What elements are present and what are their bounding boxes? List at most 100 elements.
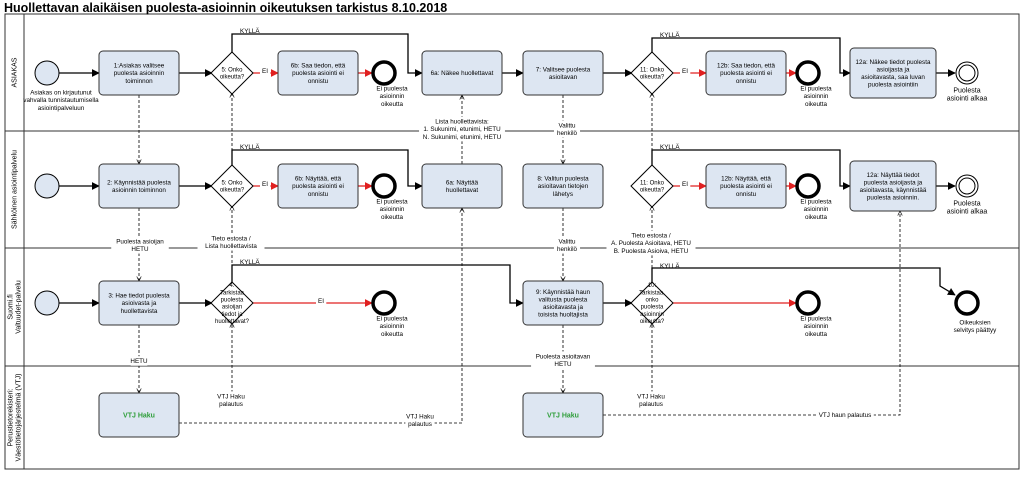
task-t_vtj2 [522, 392, 604, 438]
end-event-inner-e_s_ok [958, 177, 976, 195]
task-t_s6b [277, 163, 359, 209]
task-t_s12a [849, 160, 937, 212]
end-event-e_s6 [371, 173, 397, 199]
lane-label-0: ASIAKAS [12, 57, 19, 87]
lane-label-3: Perustietorekisteri:Väestötietojärjestel… [8, 374, 23, 462]
task-t_a12b [705, 50, 787, 96]
gateway-g_v4 [210, 281, 254, 325]
gateway-g_s11 [630, 164, 674, 208]
task-t_a7 [522, 50, 604, 96]
yes-flow [651, 267, 956, 296]
task-t_s6a [421, 163, 503, 209]
flow-label-tieto-abc: Tieto estosta /A. Puolesta Asioitava, HE… [611, 233, 691, 255]
end-event-e_v10 [795, 290, 821, 316]
message-flow [603, 211, 900, 416]
no-label: EI [262, 181, 268, 188]
yes-flow [651, 37, 851, 77]
task-t_vtj1 [98, 392, 180, 438]
task-t_a12a [849, 47, 937, 99]
task-t_s12b [705, 163, 787, 209]
yes-flow [231, 33, 423, 77]
yes-label: KYLLÄ [240, 258, 260, 266]
flow-label-vtj-haun-palautus: VTJ haun palautus [819, 412, 872, 419]
start-event [34, 290, 60, 316]
task-t_a1 [98, 50, 180, 96]
gateway-g_a11 [630, 51, 674, 95]
end-event-e_a6 [371, 60, 397, 86]
gateway-g_a5 [210, 51, 254, 95]
start-event [34, 60, 60, 86]
task-label-t_vtj2: VTJ Haku [547, 412, 579, 419]
end-event-e_v_ok [954, 290, 980, 316]
gateway-g_s5 [210, 164, 254, 208]
no-label: EI [262, 68, 268, 75]
message-flow [179, 208, 462, 424]
flow-label-hetu: HETU [130, 358, 148, 365]
task-t_v3 [98, 280, 180, 326]
pool-border [4, 13, 1020, 470]
yes-label: KYLLÄ [660, 262, 680, 270]
diagram-title: Huollettavan alaikäisen puolesta-asioinn… [4, 1, 448, 15]
task-t_v9 [522, 280, 604, 326]
task-label-t_vtj1: VTJ Haku [123, 412, 155, 419]
end-event-e_s12 [795, 173, 821, 199]
task-t_a6b [277, 50, 359, 96]
end-event-e_a12 [795, 60, 821, 86]
start-event [34, 173, 60, 199]
task-t_s2 [98, 163, 180, 209]
gateway-g_v10 [630, 281, 674, 325]
no-label: EI [682, 181, 688, 188]
flow-label-tieto-lista: Tieto estosta /Lista huollettavista [205, 235, 257, 250]
end-event-e_v4 [371, 290, 397, 316]
yes-label: KYLLÄ [660, 31, 680, 39]
yes-label: KYLLÄ [240, 143, 260, 151]
no-label: EI [318, 298, 324, 305]
end-event-inner-e_a_ok [958, 64, 976, 82]
task-label-t_a6a: 6a: Näkee huollettavat [431, 70, 494, 77]
lane-label-2: Suomi.fiValtuudet-palvelu [8, 280, 23, 334]
lane-label-1: Sähköinen asiointipalvelu [12, 150, 19, 229]
no-label: EI [682, 68, 688, 75]
task-t_a6a [421, 50, 503, 96]
yes-label: KYLLÄ [240, 27, 260, 35]
yes-label: KYLLÄ [660, 143, 680, 151]
flow-label-lista: Lista huollettavista:1. Sukunimi, etunim… [423, 119, 502, 141]
